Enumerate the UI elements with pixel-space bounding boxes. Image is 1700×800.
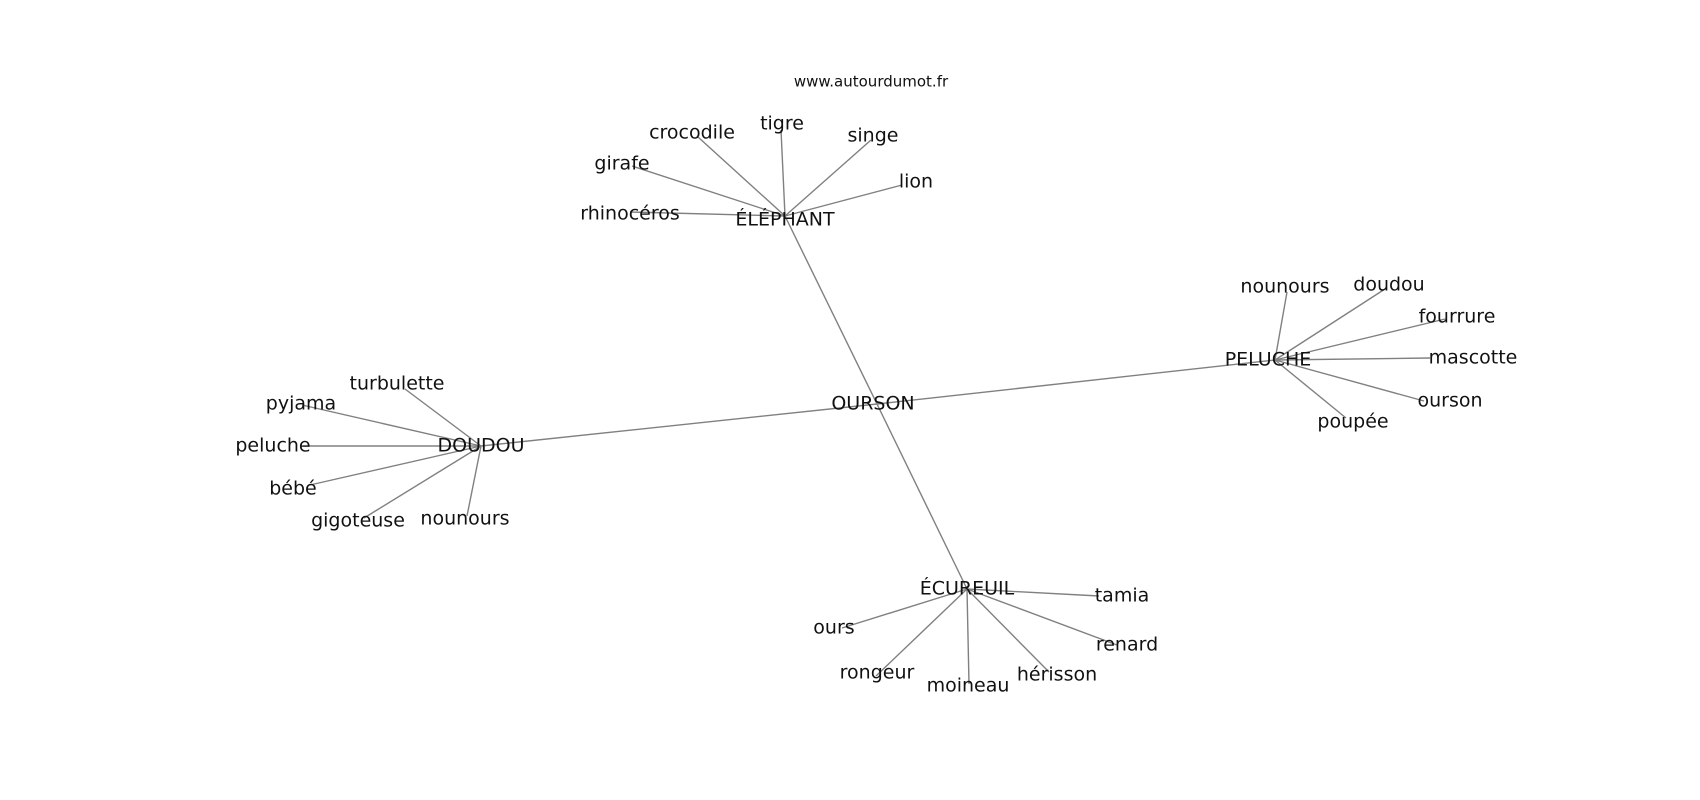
word-peluche[interactable]: peluche	[235, 435, 310, 457]
edge-peluche-word-5	[1274, 359, 1347, 419]
edge-elephant-word-3	[780, 129, 786, 217]
edge-ecureuil-word-4	[966, 588, 1118, 646]
edge-elephant-word-4	[784, 139, 872, 217]
edge-peluche-word-1	[1274, 288, 1386, 361]
word-mascotte[interactable]: mascotte	[1429, 347, 1518, 369]
edge-peluche-word-4	[1274, 359, 1425, 402]
edge-center-elephant	[784, 215, 878, 405]
word-doudou[interactable]: doudou	[1353, 274, 1424, 296]
hub-ecureuil: ÉCUREUIL ours rongeur moineau hérisson r…	[813, 577, 1158, 697]
word-nounours-doudou[interactable]: nounours	[420, 508, 509, 530]
edge-center-doudou	[480, 403, 878, 447]
word-lion[interactable]: lion	[899, 171, 933, 193]
center-node-label[interactable]: OURSON	[831, 393, 914, 415]
edge-elephant-word-1	[631, 165, 786, 217]
word-singe[interactable]: singe	[848, 125, 899, 147]
word-tamia[interactable]: tamia	[1095, 585, 1150, 607]
edge-elephant-word-0	[629, 211, 786, 217]
edge-doudou-word-1	[301, 404, 482, 447]
word-ours[interactable]: ours	[813, 617, 854, 639]
edge-peluche-word-0	[1274, 291, 1288, 361]
edge-doudou-word-0	[404, 388, 482, 447]
edge-ecureuil-word-3	[966, 588, 1050, 673]
hub-label-doudou[interactable]: DOUDOU	[438, 435, 525, 457]
edge-ecureuil-word-2	[966, 588, 970, 685]
edge-doudou-word-5	[466, 445, 482, 517]
edge-ecureuil-word-5	[966, 588, 1100, 597]
word-pyjama[interactable]: pyjama	[266, 393, 336, 415]
word-fourrure[interactable]: fourrure	[1419, 306, 1496, 328]
word-rongeur[interactable]: rongeur	[840, 662, 915, 684]
word-poupee[interactable]: poupée	[1317, 411, 1388, 433]
edge-ecureuil-word-1	[875, 588, 968, 677]
edge-elephant-word-5	[784, 184, 903, 217]
word-herisson[interactable]: hérisson	[1017, 664, 1097, 686]
edge-peluche-word-3	[1274, 357, 1431, 361]
word-rhinoceros[interactable]: rhinocéros	[580, 203, 680, 225]
edge-center-peluche	[876, 359, 1276, 405]
word-moineau[interactable]: moineau	[927, 675, 1010, 697]
word-tigre[interactable]: tigre	[760, 113, 804, 135]
word-turbulette[interactable]: turbulette	[350, 373, 445, 395]
hub-label-ecureuil[interactable]: ÉCUREUIL	[920, 577, 1015, 600]
word-crocodile[interactable]: crocodile	[649, 122, 735, 144]
edge-doudou-word-4	[363, 445, 482, 519]
edge-ecureuil-word-0	[841, 588, 968, 629]
hub-doudou: DOUDOU turbulette pyjama peluche bébé gi…	[235, 373, 524, 532]
graph-edges	[301, 129, 1446, 685]
source-label: www.autourdumot.fr	[794, 73, 949, 91]
edge-elephant-word-2	[697, 136, 786, 217]
hub-elephant: ÉLÉPHANT rhinocéros girafe crocodile tig…	[580, 113, 933, 231]
edge-center-ecureuil	[876, 403, 968, 590]
word-nounours-peluche[interactable]: nounours	[1240, 276, 1329, 298]
word-girafe[interactable]: girafe	[594, 153, 649, 175]
word-renard[interactable]: renard	[1096, 634, 1158, 656]
word-gigoteuse[interactable]: gigoteuse	[311, 510, 405, 532]
word-bebe[interactable]: bébé	[269, 478, 317, 500]
hub-label-peluche[interactable]: PELUCHE	[1225, 349, 1312, 371]
edge-doudou-word-3	[309, 445, 482, 486]
hub-peluche: PELUCHE nounours doudou fourrure mascott…	[1225, 274, 1518, 433]
edge-peluche-word-2	[1274, 318, 1446, 361]
hub-label-elephant[interactable]: ÉLÉPHANT	[735, 208, 835, 231]
word-ourson[interactable]: ourson	[1417, 390, 1482, 412]
